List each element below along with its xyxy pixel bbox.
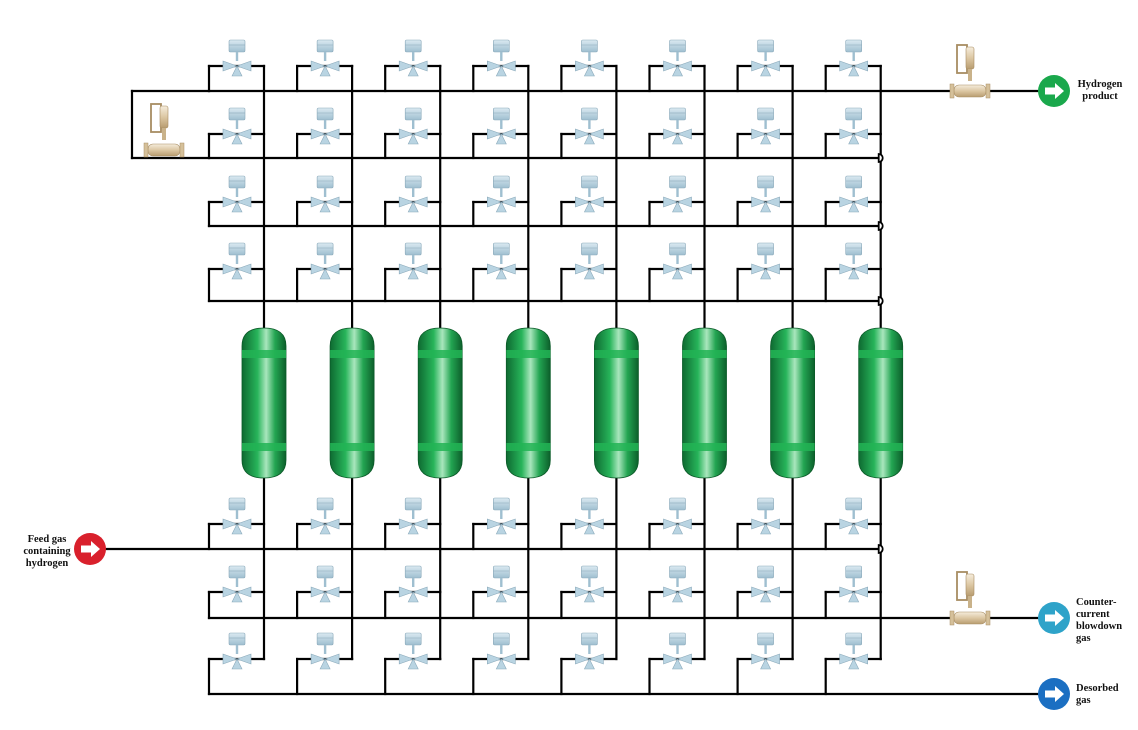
actuated-valve bbox=[222, 497, 252, 535]
actuated-valve bbox=[663, 565, 692, 603]
feed-gas-label-line: Feed gas bbox=[27, 534, 67, 545]
actuated-valve bbox=[398, 632, 428, 670]
hydrogen-product-label-line: product bbox=[1082, 91, 1118, 102]
actuated-valve bbox=[751, 39, 780, 77]
actuated-valve bbox=[575, 242, 604, 280]
actuated-valve bbox=[575, 632, 604, 670]
actuated-valve bbox=[398, 497, 428, 535]
actuated-valve bbox=[751, 497, 780, 535]
hydrogen-product-control-valve bbox=[949, 44, 991, 99]
actuated-valve bbox=[751, 175, 780, 213]
actuated-valve bbox=[663, 632, 692, 670]
actuated-valve bbox=[575, 175, 604, 213]
actuated-valve bbox=[398, 39, 428, 77]
adsorber-vessel bbox=[770, 327, 815, 479]
feed-gas-arrow-icon bbox=[74, 533, 106, 565]
actuated-valve bbox=[310, 497, 340, 535]
hydrogen-product-label-line: Hydrogen bbox=[1077, 79, 1123, 90]
actuated-valve bbox=[398, 107, 428, 145]
actuated-valve bbox=[222, 242, 252, 280]
actuated-valve bbox=[310, 175, 340, 213]
actuated-valve bbox=[222, 107, 252, 145]
actuated-valve bbox=[575, 497, 604, 535]
actuated-valve bbox=[310, 39, 340, 77]
actuated-valve bbox=[222, 632, 252, 670]
actuated-valve bbox=[663, 107, 692, 145]
adsorber-vessel bbox=[417, 327, 463, 479]
actuated-valve bbox=[486, 565, 516, 603]
pipe-end-cap bbox=[877, 296, 884, 306]
actuated-valve bbox=[839, 107, 869, 145]
actuated-valve bbox=[839, 497, 869, 535]
actuated-valve bbox=[310, 242, 340, 280]
actuated-valve bbox=[839, 175, 869, 213]
actuated-valve bbox=[575, 565, 604, 603]
actuated-valve bbox=[751, 107, 780, 145]
actuated-valve bbox=[839, 565, 869, 603]
actuated-valve bbox=[486, 175, 516, 213]
pipe-end-cap bbox=[877, 221, 884, 231]
actuated-valve bbox=[751, 565, 780, 603]
pipe-end-cap bbox=[877, 544, 884, 554]
actuated-valve bbox=[663, 175, 692, 213]
blowdown-gas-arrow-icon bbox=[1038, 602, 1070, 634]
actuated-valve bbox=[222, 565, 252, 603]
pipe-end-cap bbox=[877, 153, 884, 163]
blowdown-control-valve bbox=[949, 571, 991, 626]
hydrogen-product-arrow-icon bbox=[1038, 75, 1070, 107]
adsorber-vessel bbox=[594, 327, 639, 479]
adsorber-vessel bbox=[505, 327, 551, 479]
feed-gas-label-line: hydrogen bbox=[25, 558, 69, 569]
countercurrent-blowdown-label-line: Counter- bbox=[1076, 597, 1117, 608]
countercurrent-blowdown-label-line: gas bbox=[1076, 633, 1091, 644]
stream-markers bbox=[74, 75, 1070, 710]
actuated-valve bbox=[310, 565, 340, 603]
actuated-valve bbox=[486, 107, 516, 145]
actuated-valve bbox=[398, 175, 428, 213]
adsorber-vessel bbox=[858, 327, 904, 479]
actuated-valve bbox=[663, 242, 692, 280]
actuated-valve bbox=[663, 497, 692, 535]
adsorber-vessel bbox=[241, 327, 287, 479]
valve-array bbox=[222, 39, 869, 670]
actuated-valve bbox=[222, 175, 252, 213]
actuated-valve bbox=[839, 39, 869, 77]
actuated-valve bbox=[751, 632, 780, 670]
adsorber-vessel bbox=[682, 327, 727, 479]
actuated-valve bbox=[486, 242, 516, 280]
actuated-valve bbox=[486, 39, 516, 77]
actuated-valve bbox=[575, 39, 604, 77]
desorbed-gas-arrow-icon bbox=[1038, 678, 1070, 710]
control-valves bbox=[143, 44, 991, 626]
countercurrent-blowdown-label-line: current bbox=[1076, 609, 1110, 620]
desorbed-gas-label-line: gas bbox=[1076, 695, 1091, 706]
adsorber-columns bbox=[241, 327, 904, 479]
actuated-valve bbox=[398, 242, 428, 280]
actuated-valve bbox=[839, 632, 869, 670]
feed-gas-label-line: containing bbox=[23, 546, 71, 557]
bypass-control-valve bbox=[143, 103, 185, 158]
actuated-valve bbox=[398, 565, 428, 603]
actuated-valve bbox=[310, 632, 340, 670]
actuated-valve bbox=[575, 107, 604, 145]
actuated-valve bbox=[222, 39, 252, 77]
actuated-valve bbox=[839, 242, 869, 280]
actuated-valve bbox=[663, 39, 692, 77]
desorbed-gas-label-line: Desorbed bbox=[1076, 683, 1119, 694]
piping-network bbox=[104, 64, 1042, 696]
actuated-valve bbox=[486, 632, 516, 670]
adsorber-vessel bbox=[329, 327, 375, 479]
actuated-valve bbox=[751, 242, 780, 280]
actuated-valve bbox=[310, 107, 340, 145]
countercurrent-blowdown-label-line: blowdown bbox=[1076, 621, 1123, 632]
actuated-valve bbox=[486, 497, 516, 535]
